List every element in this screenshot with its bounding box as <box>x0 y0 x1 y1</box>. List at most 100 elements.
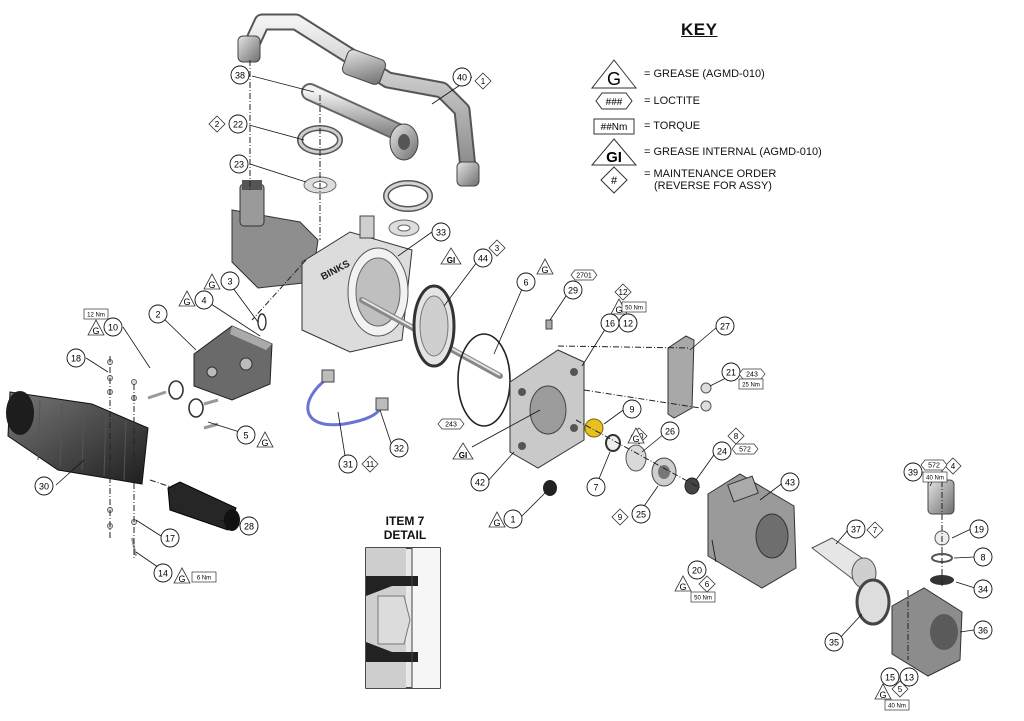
svg-text:18: 18 <box>71 354 81 364</box>
callout-32: 32 <box>389 438 409 458</box>
svg-text:G: G <box>879 690 886 700</box>
torque-marks: 12 Nm 50 Nm 25 Nm 6 Nm 40 Nm 50 Nm 40 Nm <box>83 301 948 711</box>
callout-20: 20 <box>687 560 707 580</box>
svg-text:243: 243 <box>746 372 758 379</box>
svg-text:39: 39 <box>908 468 918 478</box>
svg-text:5: 5 <box>898 685 903 694</box>
maintenance-order-marks: 123121110846975 <box>208 72 962 698</box>
svg-text:30: 30 <box>39 482 49 492</box>
svg-text:G: G <box>632 434 639 444</box>
svg-text:12: 12 <box>623 319 633 329</box>
svg-text:36: 36 <box>978 626 988 636</box>
svg-text:27: 27 <box>720 322 730 332</box>
callout-38: 38 <box>230 65 250 85</box>
svg-text:38: 38 <box>235 71 245 81</box>
maintenance-order-9: 9 <box>611 508 629 526</box>
key-text-maintenance: = MAINTENANCE ORDER (REVERSE FOR ASSY) <box>644 168 777 192</box>
loctite-mark-243: 243 <box>437 418 465 430</box>
svg-text:12: 12 <box>619 288 628 297</box>
svg-text:#: # <box>611 175 618 187</box>
svg-text:572: 572 <box>928 463 940 470</box>
svg-text:50 Nm: 50 Nm <box>625 306 643 312</box>
svg-text:G: G <box>679 582 686 592</box>
key-row-grease-internal: GI = GREASE INTERNAL (AGMD-010) <box>586 138 822 166</box>
callout-1: 1 <box>503 509 523 529</box>
svg-text:50 Nm: 50 Nm <box>694 596 712 602</box>
item-7-detail-title: ITEM 7 DETAIL <box>362 514 448 542</box>
part-36-lower-body <box>891 587 963 677</box>
callout-9: 9 <box>622 399 642 419</box>
callout-22: 22 <box>228 114 248 134</box>
svg-text:2: 2 <box>215 120 220 129</box>
key-row-loctite: ### = LOCTITE <box>586 87 700 115</box>
maintenance-order-8: 8 <box>727 427 745 445</box>
part-33-housing: BINKS <box>301 215 413 353</box>
callout-42: 42 <box>470 472 490 492</box>
svg-text:44: 44 <box>478 254 488 264</box>
svg-text:8: 8 <box>980 553 985 563</box>
svg-text:4: 4 <box>201 296 206 306</box>
callout-43: 43 <box>780 472 800 492</box>
callout-19: 19 <box>969 519 989 539</box>
svg-text:12 Nm: 12 Nm <box>87 313 105 319</box>
torque-mark: 25 Nm <box>738 378 764 390</box>
svg-text:G: G <box>607 69 621 89</box>
callout-12: 12 <box>618 313 638 333</box>
svg-text:6 Nm: 6 Nm <box>197 576 211 582</box>
torque-mark: 50 Nm <box>690 591 716 603</box>
svg-text:3: 3 <box>227 277 232 287</box>
callout-5: 5 <box>236 425 256 445</box>
callout-23: 23 <box>229 154 249 174</box>
torque-mark: 12 Nm <box>83 308 109 320</box>
callout-25: 25 <box>631 504 651 524</box>
svg-text:20: 20 <box>692 566 702 576</box>
loctite-hexagon-icon: ### <box>595 92 633 110</box>
svg-text:14: 14 <box>158 569 168 579</box>
svg-text:28: 28 <box>244 522 254 532</box>
part-31-hose <box>306 369 389 427</box>
svg-text:GI: GI <box>447 256 455 265</box>
callout-17: 17 <box>160 528 180 548</box>
callout-4: 4 <box>194 290 214 310</box>
part-23-gasket <box>303 176 420 237</box>
loctite-mark-243: 243 <box>738 368 766 380</box>
torque-mark: 40 Nm <box>884 699 910 711</box>
grease-mark: G <box>256 431 274 448</box>
loctite-mark-2701: 2701 <box>570 269 598 281</box>
svg-text:43: 43 <box>785 478 795 488</box>
grease-internal-triangle-icon: GI <box>590 138 638 166</box>
svg-text:32: 32 <box>394 444 404 454</box>
callout-24: 24 <box>712 441 732 461</box>
callout-15: 15 <box>880 667 900 687</box>
svg-text:4: 4 <box>951 462 956 471</box>
svg-text:3: 3 <box>495 244 500 253</box>
svg-text:40 Nm: 40 Nm <box>926 476 944 482</box>
svg-text:40: 40 <box>457 73 467 83</box>
callout-30: 30 <box>34 476 54 496</box>
grease-internal-mark: GI <box>452 442 474 460</box>
svg-text:G: G <box>615 305 622 315</box>
grease-mark: G <box>488 511 506 528</box>
grease-mark: G <box>627 427 645 444</box>
callout-8: 8 <box>973 547 993 567</box>
part-42-end-plate <box>509 349 585 469</box>
svg-text:GI: GI <box>459 451 467 460</box>
part-7-washer <box>605 434 621 452</box>
svg-text:GI: GI <box>606 149 622 166</box>
svg-text:6: 6 <box>523 278 528 288</box>
grease-internal-mark: GI <box>440 247 462 265</box>
maintenance-order-1: 1 <box>474 72 492 90</box>
part-6-o-ring <box>457 333 511 427</box>
callout-3: 3 <box>220 271 240 291</box>
part-43-fluid-body <box>707 473 797 589</box>
svg-text:G: G <box>541 265 548 275</box>
maintenance-order-11: 11 <box>361 455 379 473</box>
part-27-bracket <box>667 335 712 419</box>
svg-text:25: 25 <box>636 510 646 520</box>
callout-14: 14 <box>153 563 173 583</box>
svg-text:10: 10 <box>108 323 118 333</box>
svg-text:17: 17 <box>165 534 175 544</box>
item-7-detail-view <box>365 547 441 689</box>
callout-28: 28 <box>239 516 259 536</box>
